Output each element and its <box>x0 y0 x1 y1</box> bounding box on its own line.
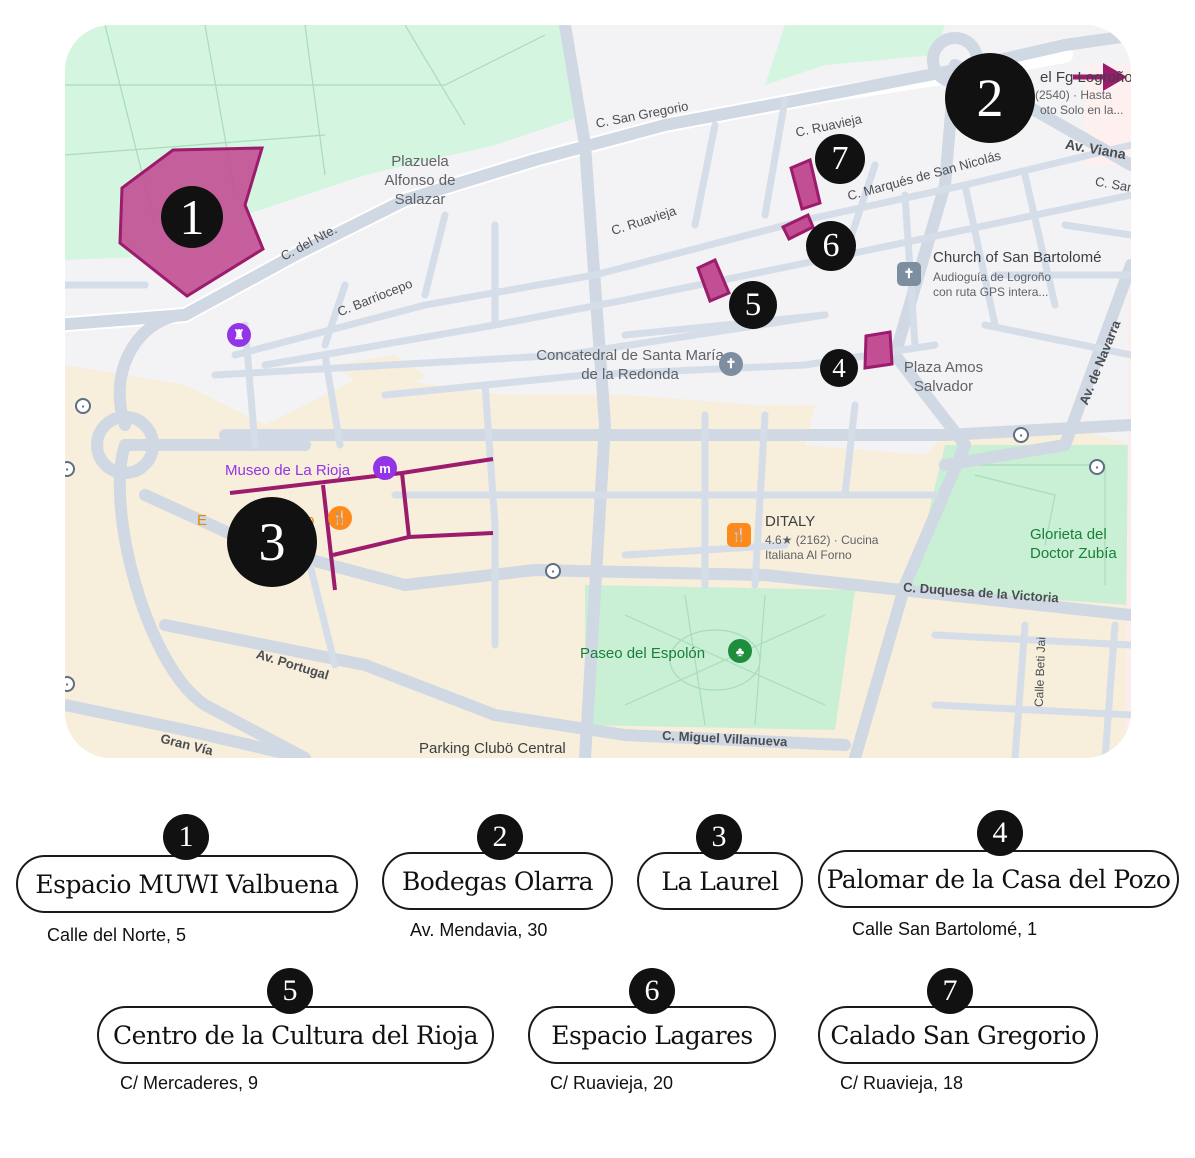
place-glorieta[interactable]: Glorieta del Doctor Zubía <box>1030 526 1117 562</box>
ditaly-rating: 4.6★ (2162) · Cucina <box>765 533 879 547</box>
church-icon[interactable]: ✝ <box>719 352 743 376</box>
restaurant-icon[interactable]: 🍴 <box>328 506 352 530</box>
legend-number-4: 4 <box>977 810 1023 856</box>
marker-2[interactable]: 2 <box>945 53 1035 143</box>
church-san-bartolome-icon[interactable]: ✝ <box>897 262 921 286</box>
place-paseo-espolon[interactable]: Paseo del Espolón <box>580 645 706 662</box>
hotel-partial-name: el Fg Logroño <box>1040 69 1131 86</box>
bus-stop-icon[interactable]: ▪ <box>545 563 561 579</box>
hotel-partial-sub1: (2540) · Hasta <box>1035 88 1112 102</box>
place-museo[interactable]: Museo de La Rioja <box>225 462 351 479</box>
glorieta-park <box>910 445 1131 605</box>
church-san-bartolome-sub1: Audioguía de Logroño <box>933 270 1052 284</box>
legend-number-1: 1 <box>163 814 209 860</box>
marker-6[interactable]: 6 <box>806 221 856 271</box>
marker-5[interactable]: 5 <box>729 281 777 329</box>
legend-location-6[interactable]: Espacio Lagares <box>528 1006 776 1064</box>
legend-number-7: 7 <box>927 968 973 1014</box>
legend-location-2[interactable]: Bodegas Olarra <box>382 852 613 910</box>
legend-location-4[interactable]: Palomar de la Casa del Pozo <box>818 850 1179 908</box>
restaurant-partial-label: E <box>197 512 208 529</box>
hotel-partial-sub2: oto Solo en la... <box>1040 103 1124 117</box>
bus-stop-icon[interactable]: ▪ <box>75 398 91 414</box>
legend-address-6: C/ Ruavieja, 20 <box>550 1073 674 1093</box>
place-plaza-amos: Plaza Amos Salvador <box>903 359 984 395</box>
direction-arrow <box>1103 63 1127 91</box>
legend-location-1[interactable]: Espacio MUWI Valbuena <box>16 855 358 913</box>
marker-3[interactable]: 3 <box>227 497 317 587</box>
castle-icon[interactable]: ♜ <box>227 323 251 347</box>
legend-address-7: C/ Ruavieja, 18 <box>840 1073 964 1093</box>
site-5-area <box>696 257 731 303</box>
legend-address-5: C/ Mercaderes, 9 <box>120 1073 259 1093</box>
bus-stop-icon[interactable]: ▪ <box>1013 427 1029 443</box>
ditaly-cuisine: Italiana Al Forno <box>765 548 852 562</box>
marker-1[interactable]: 1 <box>147 172 237 262</box>
legend-location-7[interactable]: Calado San Gregorio <box>818 1006 1098 1064</box>
ditaly-restaurant-icon[interactable]: 🍴 <box>727 523 751 547</box>
site-7-area <box>789 157 822 211</box>
road-vertical-center <box>559 25 611 758</box>
place-parking[interactable]: Parking Clubö Central <box>419 740 566 757</box>
church-san-bartolome-name[interactable]: Church of San Bartolomé <box>933 249 1102 266</box>
map[interactable]: C. San Gregorio C. Ruavieja C. Ruavieja … <box>65 25 1131 758</box>
bus-stop-icon[interactable]: ▪ <box>65 461 75 477</box>
site-4-area <box>863 330 894 370</box>
ditaly-name[interactable]: DITALY <box>765 513 816 530</box>
site-3-route <box>229 457 494 591</box>
legend-number-3: 3 <box>696 814 742 860</box>
church-san-bartolome-sub2: con ruta GPS intera... <box>933 285 1049 299</box>
legend-number-2: 2 <box>477 814 523 860</box>
place-concatedral: Concatedral de Santa María de la Redonda <box>536 347 724 383</box>
bus-stop-icon[interactable]: ▪ <box>65 676 75 692</box>
marker-7[interactable]: 7 <box>815 134 865 184</box>
place-plazuela: Plazuela Alfonso de Salazar <box>384 153 456 208</box>
park-icon[interactable]: ♣ <box>728 639 752 663</box>
legend-address-4: Calle San Bartolomé, 1 <box>852 919 1038 939</box>
map-canvas <box>65 25 1131 758</box>
legend-number-5: 5 <box>267 968 313 1014</box>
bus-stop-icon[interactable]: ▪ <box>1089 459 1105 475</box>
legend-address-2: Av. Mendavia, 30 <box>410 920 548 940</box>
legend-location-5[interactable]: Centro de la Cultura del Rioja <box>97 1006 494 1064</box>
museum-icon[interactable]: m <box>373 456 397 480</box>
street-beti-jai: Calle Beti Jai <box>1031 636 1049 708</box>
marker-4[interactable]: 4 <box>820 349 858 387</box>
legend-number-6: 6 <box>629 968 675 1014</box>
legend-location-3[interactable]: La Laurel <box>637 852 803 910</box>
legend-address-1: Calle del Norte, 5 <box>47 925 187 945</box>
